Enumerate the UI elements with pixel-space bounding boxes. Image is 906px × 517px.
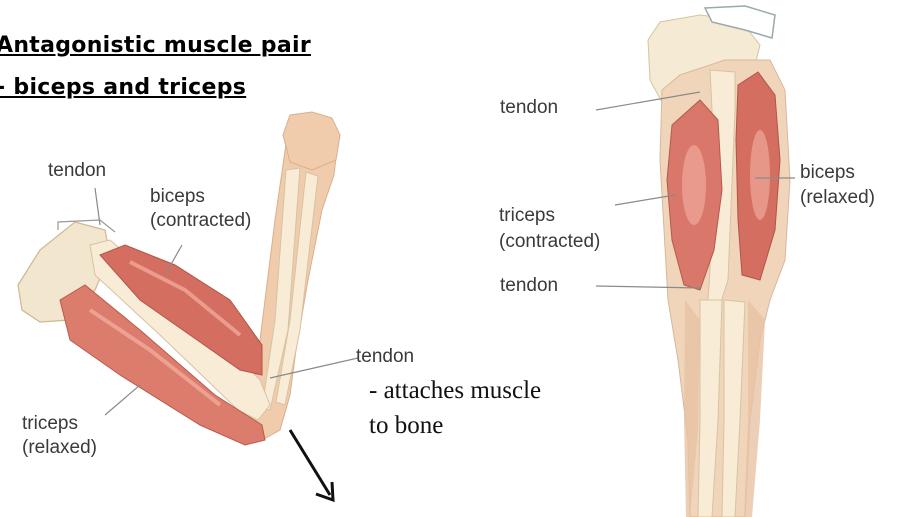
right-triceps-label-line-2: (contracted) — [499, 231, 600, 253]
right-biceps-label-line-2: (relaxed) — [800, 187, 875, 209]
left-triceps-label-line-2: (relaxed) — [22, 437, 97, 459]
right-biceps-label-line-1: biceps — [800, 162, 855, 184]
right-tendon-bottom-label: tendon — [500, 275, 558, 297]
right-tendon-top-label: tendon — [500, 97, 558, 119]
left-triceps-label-line-1: triceps — [22, 413, 78, 435]
left-biceps-label-line-1: biceps — [150, 186, 205, 208]
right-triceps-label-line-1: triceps — [499, 205, 555, 227]
tendon-annotation-line-1: - attaches muscle — [369, 376, 541, 406]
left-elbow-tendon-label: tendon — [356, 346, 414, 368]
left-biceps-label-line-2: (contracted) — [150, 210, 251, 232]
left-tendon-top-label: tendon — [48, 160, 106, 182]
tendon-annotation-line-2: to bone — [369, 411, 443, 441]
